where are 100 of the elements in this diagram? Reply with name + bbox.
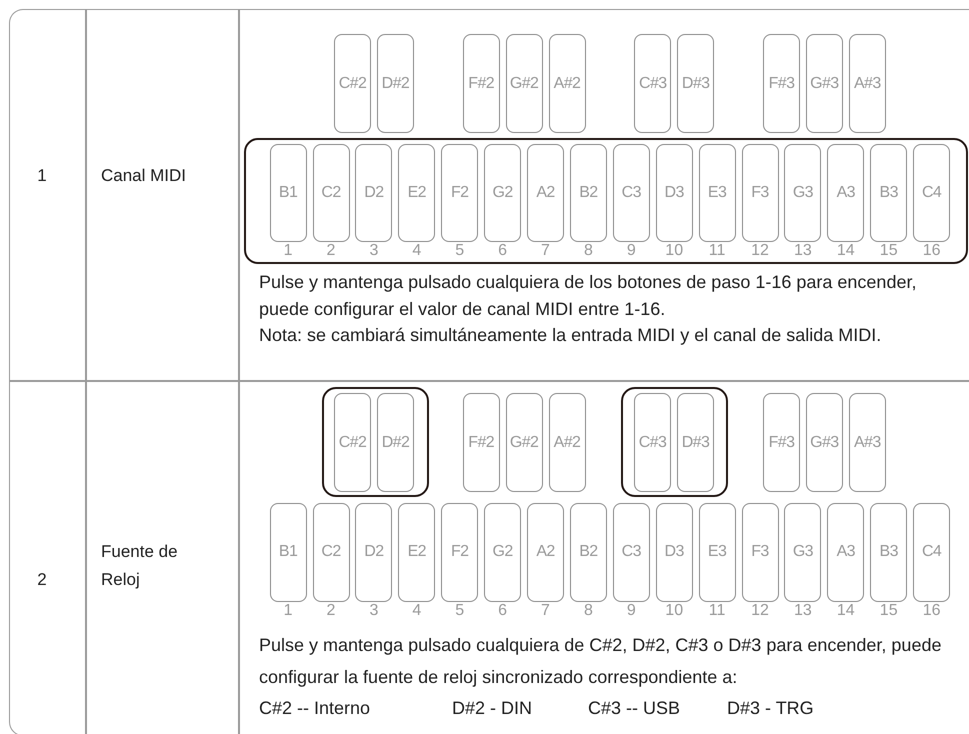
key-label: A3	[836, 185, 856, 201]
key-label: B2	[578, 185, 599, 201]
key-label: E3	[706, 185, 728, 201]
step-number: 1	[284, 602, 293, 618]
key-label: C4	[920, 544, 942, 560]
piano-key	[806, 34, 843, 133]
step-number: 10	[665, 243, 684, 259]
option-text: D#3 - TRG	[727, 697, 815, 720]
key-label: F#3	[768, 434, 796, 450]
piano-key	[462, 34, 500, 133]
piano-key	[763, 34, 800, 133]
highlight-frame	[322, 387, 429, 497]
step-number: 3	[369, 602, 378, 618]
key-label: C#3	[638, 434, 668, 450]
step-number: 9	[626, 243, 636, 259]
key-label: B2	[578, 544, 599, 560]
key-label: A#2	[552, 434, 582, 450]
piano-key	[376, 34, 414, 133]
step-number: 2	[326, 602, 336, 618]
key-label: G#2	[508, 434, 540, 450]
row-title: Fuente de Reloj	[101, 541, 179, 591]
key-label: F2	[450, 185, 470, 201]
key-label: D#3	[680, 434, 710, 450]
step-number: 4	[412, 602, 422, 618]
step-number: 16	[922, 243, 940, 259]
key-label: G#2	[508, 76, 540, 92]
piano-key	[506, 393, 543, 492]
key-label: A2	[535, 544, 556, 560]
option-text: C#3 -- USB	[588, 697, 682, 720]
key-label: C#3	[638, 76, 668, 92]
key-label: F3	[750, 544, 770, 560]
key-label: C3	[620, 544, 642, 560]
key-label: B3	[878, 185, 899, 201]
key-label: A2	[535, 185, 556, 201]
piano-key	[677, 393, 714, 492]
piano-key	[806, 393, 843, 492]
key-label: F3	[750, 185, 770, 201]
highlight-frame	[621, 387, 728, 497]
step-number: 7	[541, 243, 550, 259]
key-label: D3	[664, 185, 685, 201]
step-number: 15	[880, 243, 898, 259]
step-number: 11	[708, 602, 726, 618]
step-number: 1	[284, 243, 293, 259]
row-number: 2	[36, 569, 48, 591]
note-text: Nota: se cambiará simultáneamente la entrada MIDI y el canal de salida MIDI.	[259, 324, 882, 347]
step-number: 13	[794, 243, 812, 259]
key-label: C2	[320, 544, 342, 560]
description-text: Pulse y mantenga pulsado cualquiera de los botones de paso 1-16 para encender, puede configurar el valor de canal MIDI entre 1-16.	[259, 271, 918, 321]
step-number: 16	[922, 602, 940, 618]
piano-key	[848, 34, 886, 133]
key-label: F#2	[467, 434, 496, 450]
key-label: C#2	[338, 76, 368, 92]
row-number: 1	[36, 165, 48, 187]
piano-key	[848, 393, 886, 492]
step-number: 7	[541, 602, 550, 618]
piano-key	[634, 393, 671, 492]
key-label: D3	[664, 544, 685, 560]
key-label: F#3	[768, 76, 796, 92]
step-number: 6	[498, 243, 508, 259]
step-number: 8	[584, 602, 593, 618]
step-number: 2	[326, 243, 336, 259]
key-label: G2	[492, 185, 514, 201]
key-label: A#3	[852, 434, 882, 450]
highlight-frame	[244, 138, 968, 264]
step-number: 8	[584, 243, 593, 259]
step-number: 9	[626, 602, 636, 618]
step-number: 10	[665, 602, 684, 618]
step-number: 4	[412, 243, 422, 259]
piano-key	[334, 34, 371, 133]
key-label: B3	[878, 544, 899, 560]
key-label: E3	[706, 544, 728, 560]
key-label: C3	[620, 185, 642, 201]
piano-key	[763, 393, 800, 492]
option-text: C#2 -- Interno	[259, 697, 372, 720]
step-number: 11	[708, 243, 726, 259]
piano-key	[634, 34, 672, 133]
key-label: C2	[320, 185, 342, 201]
key-label: E2	[406, 544, 427, 560]
piano-key	[506, 34, 543, 133]
key-label: E2	[406, 185, 427, 201]
key-label: C4	[920, 185, 942, 201]
step-number: 14	[836, 602, 855, 618]
step-number: 12	[751, 602, 769, 618]
step-number: 15	[880, 602, 898, 618]
key-label: G#3	[809, 434, 840, 450]
piano-key	[548, 34, 586, 133]
step-number: 13	[794, 602, 812, 618]
key-label: D2	[363, 185, 385, 201]
key-label: F2	[450, 544, 470, 560]
key-label: A#2	[552, 76, 582, 92]
key-label: G3	[792, 544, 814, 560]
key-label: B1	[278, 185, 298, 201]
step-number: 3	[369, 243, 378, 259]
key-label: G2	[492, 544, 514, 560]
key-label: A3	[836, 544, 856, 560]
step-number: 5	[455, 243, 464, 259]
key-label: D#3	[680, 76, 710, 92]
piano-key	[548, 393, 586, 492]
key-label: D2	[363, 544, 385, 560]
key-label: B1	[278, 544, 298, 560]
